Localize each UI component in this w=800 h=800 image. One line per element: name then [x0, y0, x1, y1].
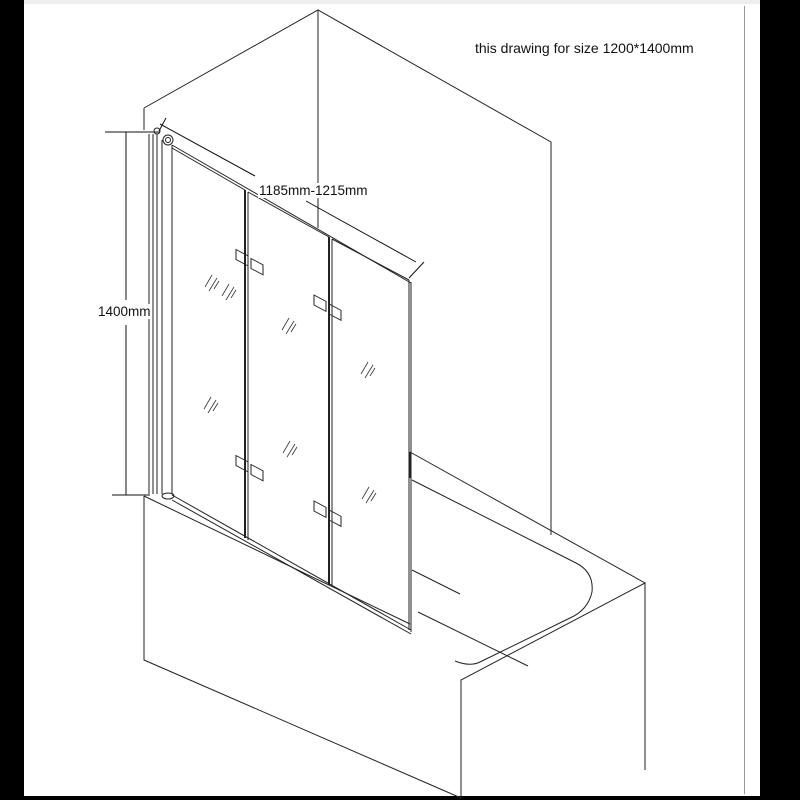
hinges: [235, 248, 342, 528]
wall-profile: [148, 127, 175, 500]
top-strip: [24, 0, 760, 5]
glass-panels: [171, 144, 412, 635]
wall: [143, 9, 552, 535]
size-note: this drawing for size 1200*1400mm: [475, 40, 694, 56]
bathtub: [143, 451, 646, 799]
width-dimension-label: 1185mm-1215mm: [258, 183, 369, 198]
dimension-lines: [105, 117, 425, 496]
height-dimension-label: 1400mm: [98, 304, 151, 319]
glass-reflections: [203, 274, 377, 504]
right-border-line: [744, 6, 745, 794]
drawing-canvas: [24, 4, 760, 796]
